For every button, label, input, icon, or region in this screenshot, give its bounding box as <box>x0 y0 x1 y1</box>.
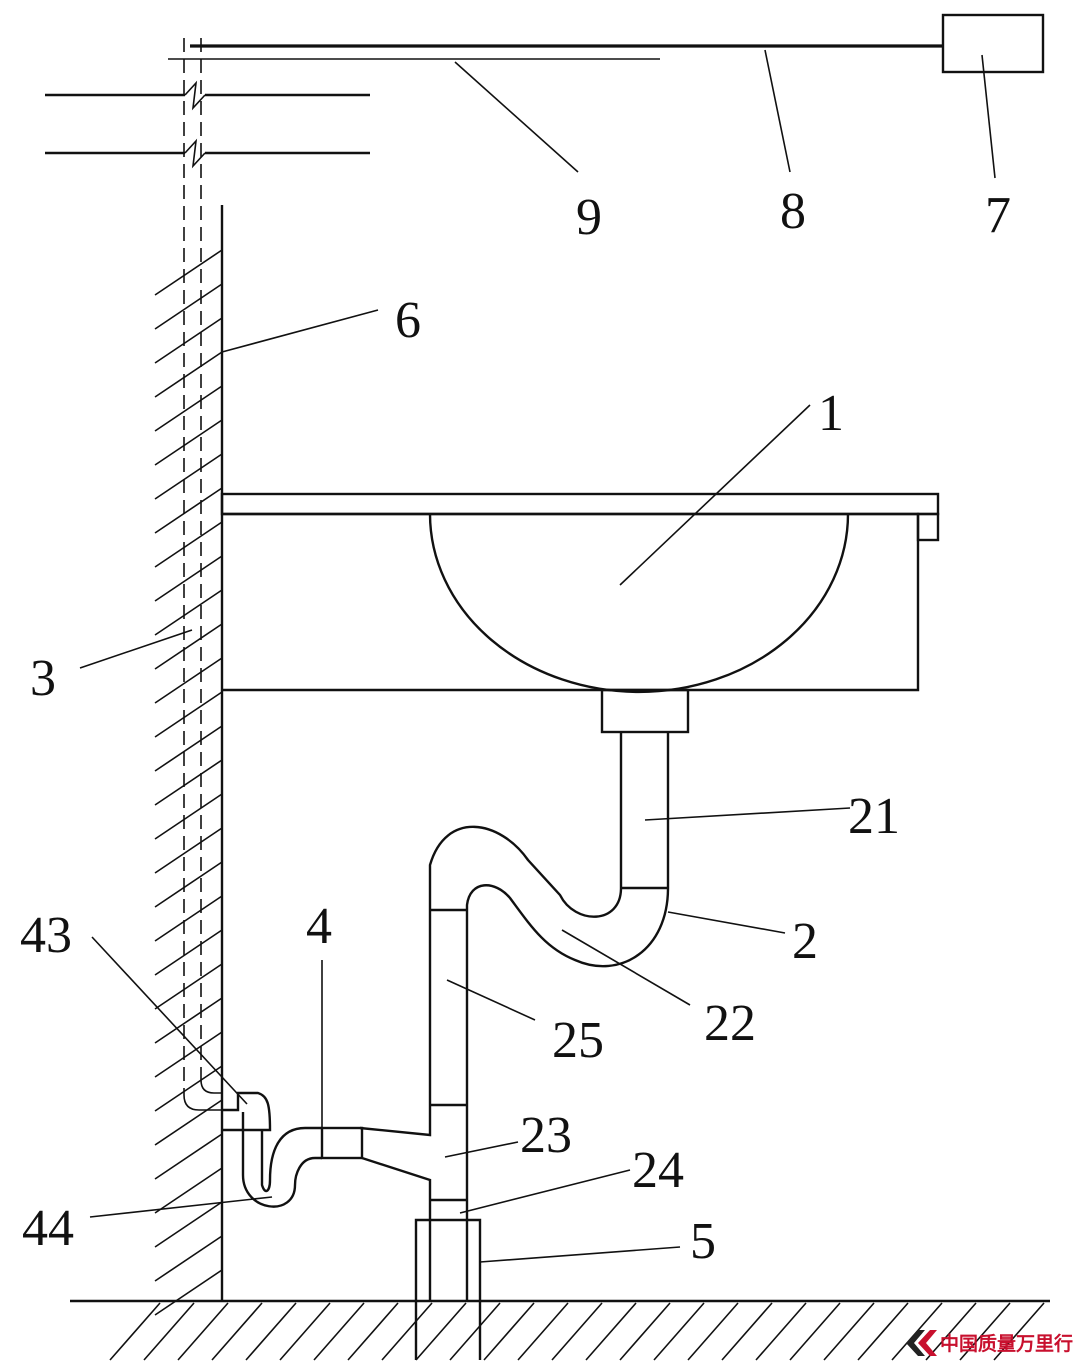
label-3: 3 <box>30 650 56 707</box>
pipe-4 <box>222 1091 364 1208</box>
label-21: 21 <box>848 788 900 845</box>
leader-lines <box>79 49 996 1263</box>
hatch-line <box>154 385 223 432</box>
hatch-line <box>154 827 223 874</box>
label-25: 25 <box>552 1012 604 1069</box>
trap-2 <box>359 732 670 1220</box>
hatch-line <box>449 1302 501 1361</box>
label-7: 7 <box>985 187 1011 244</box>
label-44: 44 <box>22 1200 74 1257</box>
label-43: 43 <box>20 907 72 964</box>
floor-drain-5 <box>414 1218 482 1360</box>
label-1: 1 <box>818 385 844 442</box>
hatch-line <box>857 1302 909 1361</box>
hatch-line <box>143 1302 195 1361</box>
controller-box-7 <box>941 13 1045 74</box>
hatch-line <box>154 1201 223 1248</box>
hatch-line <box>721 1302 773 1361</box>
label-22: 22 <box>704 995 756 1052</box>
hatch-line <box>154 249 223 296</box>
hatch-line <box>109 1302 161 1361</box>
label-9: 9 <box>576 189 602 246</box>
hatch-line <box>154 929 223 976</box>
watermark-logo-icon <box>906 1330 925 1356</box>
hatch-line <box>154 1065 223 1112</box>
hatch-line <box>925 1302 977 1361</box>
label-5: 5 <box>690 1213 716 1270</box>
floor-hatching <box>109 1302 1045 1361</box>
hatch-line <box>619 1302 671 1361</box>
hatch-line <box>154 317 223 364</box>
hatch-line <box>823 1302 875 1361</box>
hatch-line <box>154 487 223 534</box>
label-24: 24 <box>632 1142 684 1199</box>
hatch-line <box>154 725 223 772</box>
hatch-line <box>154 589 223 636</box>
watermark-text: 中国质量万里行 <box>940 1332 1073 1355</box>
hatch-line <box>279 1302 331 1361</box>
hatch-line <box>381 1302 433 1361</box>
hatch-line <box>154 1099 223 1146</box>
wall-hatching <box>154 249 223 1316</box>
hatch-line <box>993 1302 1045 1361</box>
hatch-line <box>154 1167 223 1214</box>
hatch-line <box>154 691 223 738</box>
hatch-line <box>154 793 223 840</box>
label-8: 8 <box>780 183 806 240</box>
hatch-line <box>154 1235 223 1282</box>
hatch-line <box>245 1302 297 1361</box>
hatch-line <box>154 997 223 1044</box>
hatch-line <box>211 1302 263 1361</box>
hatch-line <box>959 1302 1011 1361</box>
hatch-line <box>154 759 223 806</box>
hatch-line <box>154 521 223 568</box>
hatch-line <box>313 1302 365 1361</box>
hatch-line <box>687 1302 739 1361</box>
hatch-line <box>154 1133 223 1180</box>
hatch-line <box>154 861 223 908</box>
watermark: 中国质量万里行 <box>906 1330 1073 1356</box>
hatch-line <box>415 1302 467 1361</box>
hatch-line <box>585 1302 637 1361</box>
hatch-line <box>154 419 223 466</box>
hatch-line <box>789 1302 841 1361</box>
hatch-line <box>154 283 223 330</box>
hatch-line <box>154 555 223 602</box>
hatch-line <box>154 623 223 670</box>
pipe-3-in-wall <box>183 38 222 1111</box>
hatch-line <box>755 1302 807 1361</box>
hatch-line <box>347 1302 399 1361</box>
label-23: 23 <box>520 1107 572 1164</box>
floor <box>70 1299 1050 1361</box>
ceiling-pipes <box>45 80 370 169</box>
hatch-line <box>154 1269 223 1316</box>
hatch-line <box>483 1302 535 1361</box>
label-2: 2 <box>792 913 818 970</box>
hatch-line <box>551 1302 603 1361</box>
number-labels: 1 2 21 22 23 24 25 3 4 43 44 5 6 7 8 9 <box>20 183 1011 1270</box>
hatch-line <box>154 963 223 1010</box>
hatch-line <box>177 1302 229 1361</box>
label-6: 6 <box>395 292 421 349</box>
hatch-line <box>653 1302 705 1361</box>
hatch-line <box>154 657 223 704</box>
hatch-line <box>154 1031 223 1078</box>
hatch-line <box>154 351 223 398</box>
hatch-line <box>517 1302 569 1361</box>
label-4: 4 <box>306 898 332 955</box>
sink-1 <box>220 492 940 734</box>
hatch-line <box>154 895 223 942</box>
wall <box>154 205 224 1316</box>
hatch-line <box>154 453 223 500</box>
